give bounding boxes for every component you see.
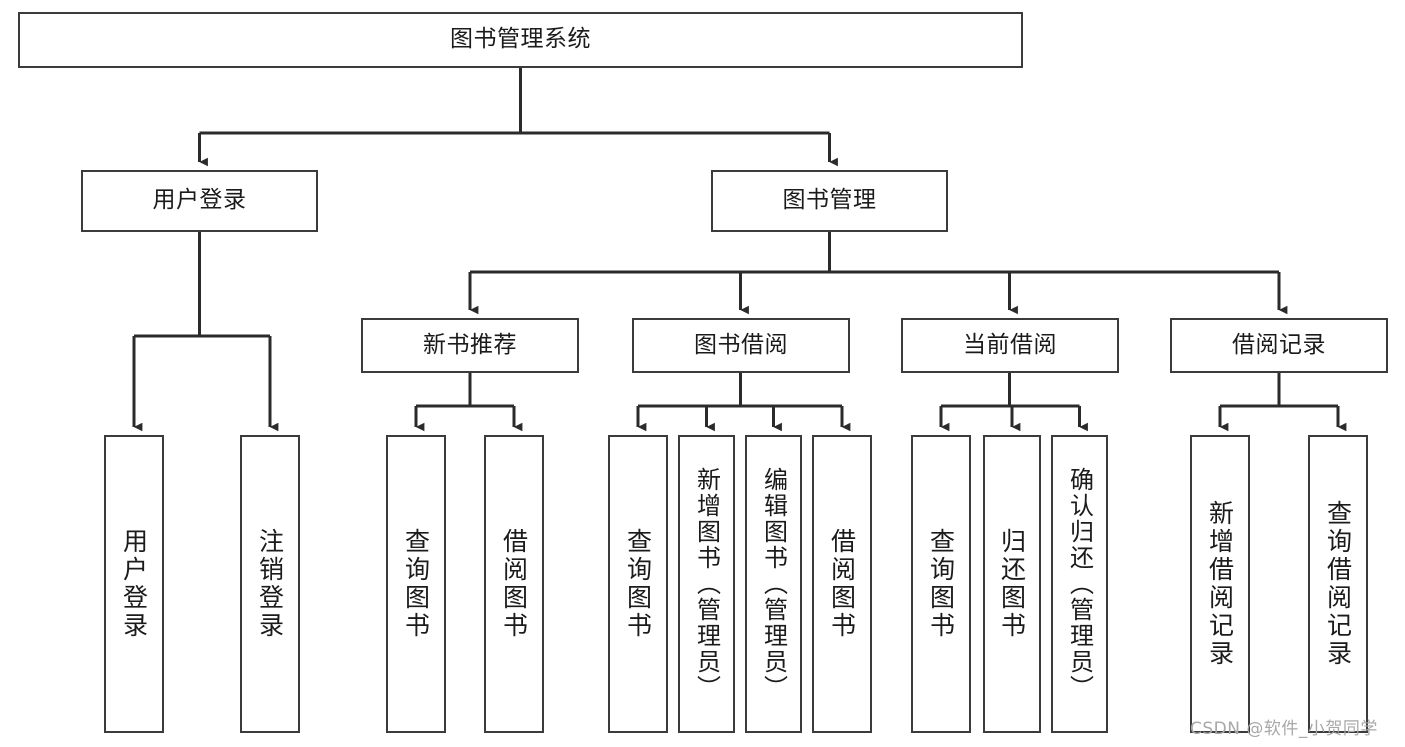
node-label: 借阅记录	[1232, 331, 1326, 358]
node-leaf-edit-book-admin[interactable]: 编辑图书（管理员）	[745, 435, 802, 733]
node-leaf-borrow-book-new-rec[interactable]: 借阅图书	[484, 435, 544, 733]
node-label: 新增图书（管理员）	[692, 467, 721, 701]
node-leaf-return-book[interactable]: 归还图书	[983, 435, 1041, 733]
node-label: 归还图书	[997, 528, 1027, 640]
node-new-book-rec[interactable]: 新书推荐	[361, 318, 579, 373]
node-label: 查询借阅记录	[1323, 500, 1353, 668]
node-leaf-query-book-current[interactable]: 查询图书	[911, 435, 971, 733]
node-label: 确认归还（管理员）	[1065, 467, 1094, 701]
node-leaf-logout[interactable]: 注销登录	[240, 435, 300, 733]
node-label: 查询图书	[926, 528, 956, 640]
node-leaf-add-book-admin[interactable]: 新增图书（管理员）	[678, 435, 735, 733]
node-leaf-borrow-book-borrow[interactable]: 借阅图书	[812, 435, 872, 733]
node-label: 编辑图书（管理员）	[759, 467, 788, 701]
node-leaf-confirm-return-admin[interactable]: 确认归还（管理员）	[1051, 435, 1108, 733]
node-label: 查询图书	[401, 528, 431, 640]
node-label: 用户登录	[152, 187, 247, 214]
node-root-system[interactable]: 图书管理系统	[18, 12, 1023, 68]
node-label: 新书推荐	[423, 331, 517, 358]
node-leaf-query-borrow-record[interactable]: 查询借阅记录	[1308, 435, 1368, 733]
watermark-text: CSDN @软件_小贺同学	[1190, 719, 1378, 739]
node-borrow-record[interactable]: 借阅记录	[1170, 318, 1388, 373]
node-label: 图书借阅	[694, 331, 788, 358]
node-leaf-query-book-new-rec[interactable]: 查询图书	[386, 435, 446, 733]
node-label: 当前借阅	[963, 331, 1057, 358]
node-leaf-user-login[interactable]: 用户登录	[104, 435, 164, 733]
node-label: 新增借阅记录	[1205, 500, 1235, 668]
node-label: 图书管理系统	[450, 26, 591, 53]
node-current-borrow[interactable]: 当前借阅	[901, 318, 1119, 373]
node-label: 查询图书	[623, 528, 653, 640]
node-leaf-query-book-borrow[interactable]: 查询图书	[608, 435, 668, 733]
node-book-manage[interactable]: 图书管理	[711, 170, 948, 232]
node-book-borrow[interactable]: 图书借阅	[632, 318, 850, 373]
node-label: 图书管理	[782, 187, 877, 214]
node-label: 借阅图书	[827, 528, 857, 640]
node-label: 借阅图书	[499, 528, 529, 640]
node-leaf-add-borrow-record[interactable]: 新增借阅记录	[1190, 435, 1250, 733]
node-label: 用户登录	[119, 528, 149, 640]
node-user-login[interactable]: 用户登录	[81, 170, 318, 232]
node-label: 注销登录	[255, 528, 285, 640]
